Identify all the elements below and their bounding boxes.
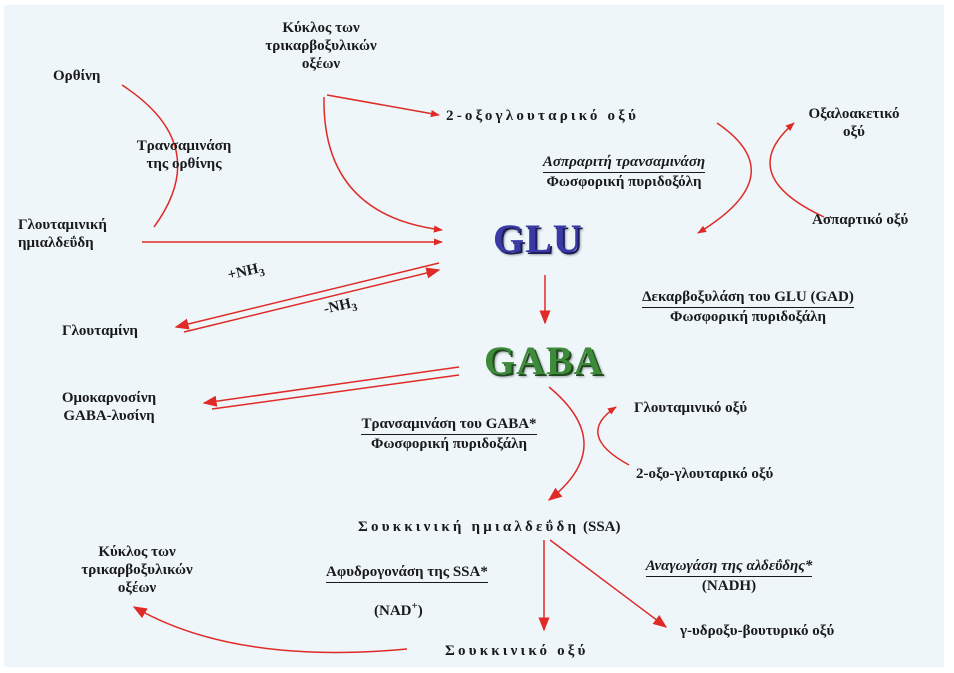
homocarnosine-label: Ομοκαρνοσίνη GABA-λυσίνη xyxy=(34,389,184,425)
arrow-oxoglutarate-to-glu xyxy=(697,122,752,234)
ssa-abbr: (SSA) xyxy=(583,519,621,535)
aspartate-transaminase-cofactor: Φωσφορική πυριδοξόλη xyxy=(546,174,702,190)
gaba-transaminase-cofactor: Φωσφορική πυριδοξάλη xyxy=(371,436,527,452)
krebs-top-line-1: Κύκλος των xyxy=(282,20,360,36)
glutamine-label: Γλουταμίνη xyxy=(62,323,138,339)
gaba-node: GABA xyxy=(484,338,604,383)
oxoglutaric-bottom-label: 2-οξο-γλουταρικό οξύ xyxy=(636,466,774,482)
semialdehyde-line-2: ημιαλδεΰδη xyxy=(18,235,94,251)
arrow-oxoglutaric-to-glutamic xyxy=(597,406,630,466)
nad-label: (NAD+) xyxy=(374,597,423,620)
krebs-cycle-top-label: Κύκλος των τρικαρβοξυλικών οξέων xyxy=(226,19,416,73)
krebs-top-line-2: τρικαρβοξυλικών xyxy=(265,38,377,54)
krebs-cycle-bottom-label: Κύκλος των τρικαρβοξυλικών οξέων xyxy=(52,543,222,597)
ornithine-transaminase-line-2: της ορθίνης xyxy=(146,156,222,172)
arrow-ornithine-curve xyxy=(121,84,179,228)
krebs-bottom-line-2: τρικαρβοξυλικών xyxy=(81,562,193,578)
succinic-label: Σουκκινικό οξύ xyxy=(445,643,589,659)
arrow-gaba-to-ssa xyxy=(547,386,585,501)
ssa-dehydrogenase-label: Αφυδρογονάση της SSA* xyxy=(326,563,488,583)
aldehyde-reductase-name: Αναγωγάση της αλδεΰδης* xyxy=(645,557,813,577)
ssa-dehydrogenase-name: Αφυδρογονάση της SSA* xyxy=(326,563,488,583)
glu-node: GLU xyxy=(493,216,583,261)
aldehyde-reductase-cofactor: (NADH) xyxy=(701,578,757,594)
oxaloacetic-line-1: Οξαλοακετικό xyxy=(808,106,900,122)
ornithine-transaminase-label: Τρανσαμινάση της ορθίνης xyxy=(119,137,249,173)
krebs-top-line-3: οξέων xyxy=(301,56,341,72)
gad-label: Δεκαρβοξυλάση του GLU (GAD) Φωσφορική πυ… xyxy=(602,288,894,326)
ornithine-transaminase-line-1: Τρανσαμινάση xyxy=(136,138,232,154)
glutamic-acid-label: Γλουταμινικό οξύ xyxy=(634,400,748,416)
arrow-glutamine-to-glu xyxy=(183,267,441,333)
homocarnosine-line-2: GABA-λυσίνη xyxy=(63,408,155,424)
gad-name: Δεκαρβοξυλάση του GLU (GAD) xyxy=(642,288,854,308)
oxaloacetic-label: Οξαλοακετικό οξύ xyxy=(784,105,924,141)
homocarnosine-line-1: Ομοκαρνοσίνη xyxy=(61,390,157,406)
arrow-layer xyxy=(121,84,825,654)
arrow-ssa-to-ghb xyxy=(549,539,668,628)
aspartic-label: Ασπαρτικό οξύ xyxy=(812,212,909,228)
aldehyde-reductase-label: Αναγωγάση της αλδεΰδης* (NADH) xyxy=(612,557,846,595)
ghb-label: γ-υδροξυ-βουτυρικό οξύ xyxy=(680,623,835,639)
nad-base: (NAD xyxy=(374,603,412,619)
arrow-glu-to-glutamine xyxy=(174,262,440,330)
gad-cofactor: Φωσφορική πυριδοξάλη xyxy=(670,309,826,325)
arrow-homocarnosine-to-gaba xyxy=(211,374,460,410)
krebs-bottom-line-1: Κύκλος των xyxy=(98,544,176,560)
aspartate-transaminase-name: Ασπραριτή τρανσαμινάση xyxy=(542,153,706,173)
ssa-label: Σουκκινική ημιαλδεΰδη (SSA) xyxy=(358,518,621,536)
semialdehyde-line-1: Γλουταμινική xyxy=(18,217,107,233)
arrow-gaba-to-homocarnosine xyxy=(202,366,460,407)
nad-sup: + xyxy=(411,600,418,612)
gaba-transaminase-label: Τρανσαμινάση του GABA* Φωσφορική πυριδοξ… xyxy=(329,415,569,453)
gaba-transaminase-name: Τρανσαμινάση του GABA* xyxy=(361,415,537,435)
krebs-bottom-line-3: οξέων xyxy=(117,580,157,596)
arrow-aspartic-to-oxaloacetic xyxy=(769,122,825,218)
ornithine-label: Ορθίνη xyxy=(53,68,101,84)
aspartate-transaminase-label: Ασπραριτή τρανσαμινάση Φωσφορική πυριδοξ… xyxy=(506,153,742,191)
glutamic-semialdehyde-label: Γλουταμινική ημιαλδεΰδη xyxy=(18,216,107,252)
oxaloacetic-line-2: οξύ xyxy=(843,124,865,140)
oxoglutaric-top-label: 2-οξογλουταρικό οξύ xyxy=(446,108,640,124)
minus-nh3-text: -NH xyxy=(322,295,353,318)
pathway-diagram: Κύκλος των τρικαρβοξυλικών οξέων Ορθίνη … xyxy=(4,5,944,667)
arrow-krebs-to-oxoglutarate xyxy=(326,94,440,118)
nad-end: ) xyxy=(417,603,423,619)
arrow-krebs-to-glu xyxy=(323,96,443,233)
arrow-succinic-to-krebs xyxy=(132,606,408,654)
ssa-name: Σουκκινική ημιαλδεΰδη xyxy=(358,519,580,535)
